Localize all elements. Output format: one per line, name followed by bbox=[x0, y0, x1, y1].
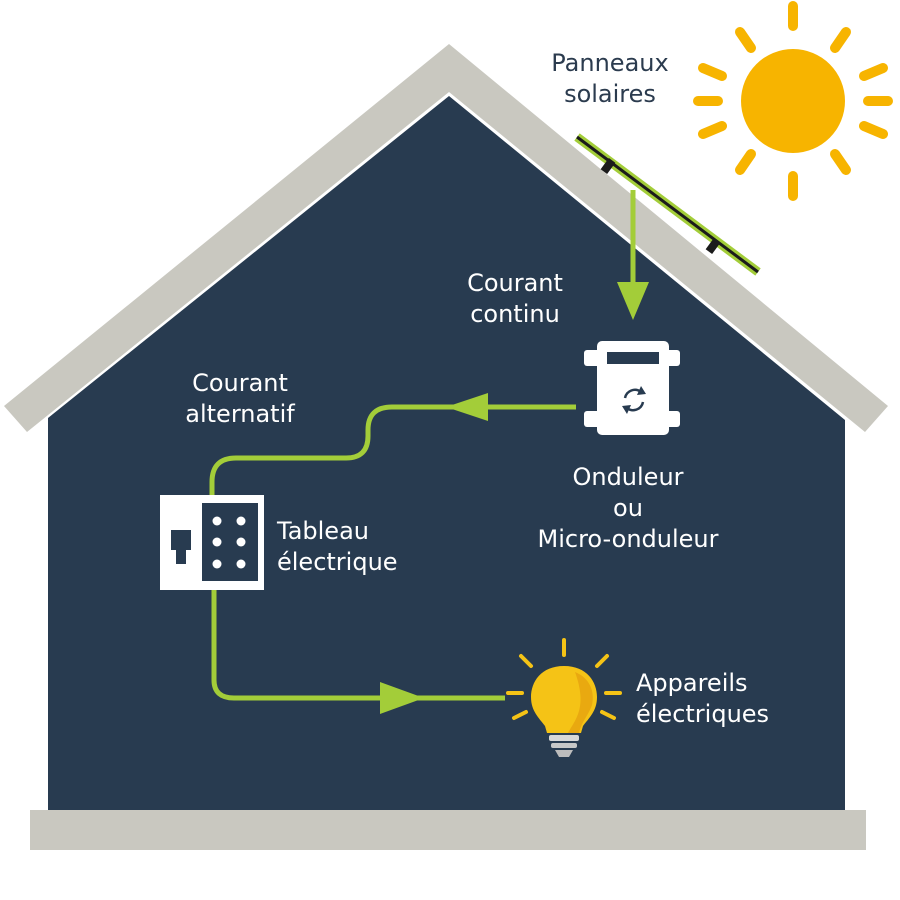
electrical-panel-icon bbox=[160, 495, 264, 590]
solar-panels-label: Panneaux solaires bbox=[530, 48, 690, 110]
inverter-label-line1: Onduleur bbox=[572, 463, 684, 491]
inverter-label: Onduleur ou Micro-onduleur bbox=[510, 462, 746, 555]
direct-current-arrow bbox=[617, 190, 649, 320]
direct-current-label-line2: continu bbox=[470, 300, 560, 328]
house-body bbox=[48, 96, 845, 810]
alternating-current-arrow bbox=[209, 393, 576, 498]
inverter-icon bbox=[584, 341, 680, 435]
direct-current-label-line1: Courant bbox=[467, 269, 563, 297]
ground-base bbox=[30, 810, 866, 850]
light-bulb-icon bbox=[506, 638, 622, 757]
alternating-current-label: Courant alternatif bbox=[160, 368, 320, 430]
solar-panels-label-line1: Panneaux bbox=[551, 49, 669, 77]
alternating-current-label-line2: alternatif bbox=[185, 400, 295, 428]
inverter-label-line2: ou bbox=[613, 494, 643, 522]
appliances-label-line1: Appareils bbox=[636, 669, 748, 697]
alternating-current-label-line1: Courant bbox=[192, 369, 288, 397]
appliances-label: Appareils électriques bbox=[636, 668, 826, 730]
electrical-panel-label-line2: électrique bbox=[277, 548, 398, 576]
electrical-panel-label-line1: Tableau bbox=[277, 517, 369, 545]
appliance-feed-arrow bbox=[211, 590, 505, 714]
direct-current-label: Courant continu bbox=[440, 268, 590, 330]
solar-panel-icon bbox=[574, 133, 761, 276]
solar-panels-label-line2: solaires bbox=[564, 80, 656, 108]
inverter-label-line3: Micro-onduleur bbox=[537, 525, 719, 553]
sun-icon bbox=[693, 1, 893, 201]
electrical-panel-label: Tableau électrique bbox=[277, 516, 447, 578]
appliances-label-line2: électriques bbox=[636, 700, 770, 728]
